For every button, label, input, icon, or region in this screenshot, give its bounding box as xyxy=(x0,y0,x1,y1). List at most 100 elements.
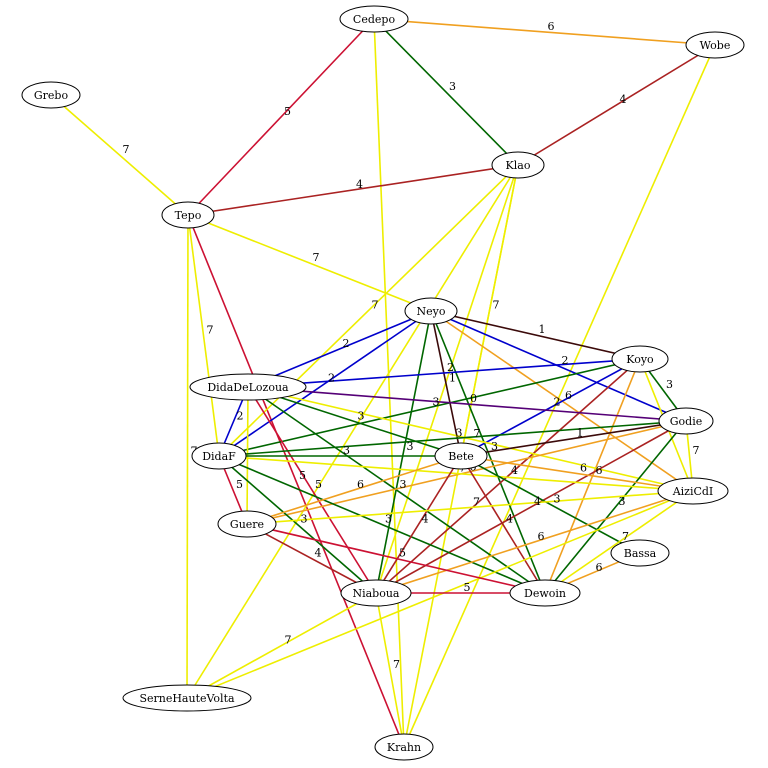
edge-label: 4 xyxy=(422,513,429,526)
node-bete[interactable]: Bete xyxy=(434,442,488,470)
edge-klao-sernehautevolta xyxy=(186,164,519,699)
edge-label: 5 xyxy=(399,547,406,560)
edge-label: 1 xyxy=(449,372,456,385)
edge-tepo-didaf xyxy=(187,214,220,457)
edge-neyo-didadelozoua xyxy=(247,310,432,388)
node-ellipse xyxy=(217,510,277,538)
edge-aizicdi-dewoin xyxy=(544,490,694,594)
edge-label: 6 xyxy=(538,530,545,543)
edge-label: 0 xyxy=(470,392,477,405)
node-label: Dewoin xyxy=(524,587,566,600)
edge-klao-didaf xyxy=(218,164,519,457)
node-ellipse xyxy=(189,373,307,401)
node-label: Guere xyxy=(230,518,264,531)
edge-neyo-godie xyxy=(430,310,687,422)
edge-label: 7 xyxy=(493,299,500,312)
edge-tepo-klao xyxy=(187,164,519,216)
node-ellipse xyxy=(434,442,488,470)
edge-godie-niaboua xyxy=(375,420,687,594)
node-label: Krahn xyxy=(387,741,421,754)
node-ellipse xyxy=(509,579,581,607)
edge-label: 5 xyxy=(299,469,306,482)
edge-label: 1 xyxy=(577,427,584,440)
edge-label: 7 xyxy=(473,496,480,509)
node-ellipse xyxy=(21,81,81,109)
edge-wobe-klao xyxy=(517,44,716,166)
node-niaboua[interactable]: Niaboua xyxy=(340,579,412,607)
edge-label: 4 xyxy=(356,178,363,191)
edge-bete-guere xyxy=(246,455,462,525)
edge-label: 6 xyxy=(580,462,587,475)
node-label: Koyo xyxy=(626,353,654,366)
edge-label: 1 xyxy=(539,323,546,336)
edge-niaboua-sernehautevolta xyxy=(186,592,377,699)
node-label: Grebo xyxy=(34,89,69,102)
node-bassa[interactable]: Bassa xyxy=(610,539,670,567)
node-label: Bassa xyxy=(624,547,657,560)
edge-neyo-niaboua xyxy=(375,310,432,594)
node-label: Godie xyxy=(670,415,702,428)
edge-label: 7 xyxy=(207,324,214,337)
edge-guere-niaboua xyxy=(246,523,377,594)
edge-grebo-tepo xyxy=(50,94,189,216)
edge-didaf-dewoin xyxy=(218,455,546,594)
node-ellipse xyxy=(161,201,215,229)
edge-label: 7 xyxy=(313,251,320,264)
node-didaf[interactable]: DidaF xyxy=(191,442,247,470)
edge-label: 2 xyxy=(343,337,350,350)
edge-godie-didaf xyxy=(218,420,687,457)
node-label: Niaboua xyxy=(352,587,399,600)
node-label: AiziCdI xyxy=(672,485,714,498)
edge-neyo-bete xyxy=(430,310,462,457)
edge-label: 7 xyxy=(393,658,400,671)
node-ellipse xyxy=(658,407,714,435)
edge-label: 5 xyxy=(236,478,243,491)
edge-label: 3 xyxy=(400,478,407,491)
node-sernehautevolta[interactable]: SerneHauteVolta xyxy=(122,684,252,712)
edge-didadelozoua-aizicdi xyxy=(247,386,694,492)
node-didadelozoua[interactable]: DidaDeLozoua xyxy=(189,373,307,401)
node-label: Tepo xyxy=(175,209,202,222)
edge-koyo-niaboua xyxy=(375,358,641,594)
edge-label: 3 xyxy=(385,513,392,526)
edge-label: 3 xyxy=(343,444,350,457)
edge-koyo-bete xyxy=(460,358,641,457)
edge-didadelozoua-niaboua xyxy=(247,386,377,594)
edge-label: 6 xyxy=(596,561,603,574)
edge-guere-dewoin xyxy=(246,523,546,594)
node-label: Cedepo xyxy=(353,13,396,26)
edge-label: 3 xyxy=(554,493,561,506)
node-neyo[interactable]: Neyo xyxy=(404,297,458,325)
edge-bete-niaboua xyxy=(375,455,462,594)
edge-tepo-neyo xyxy=(187,214,432,312)
edge-bete-bassa xyxy=(460,455,641,554)
edge-label: 4 xyxy=(511,464,518,477)
node-ellipse xyxy=(339,5,409,33)
node-klao[interactable]: Klao xyxy=(491,151,545,179)
node-krahn[interactable]: Krahn xyxy=(374,733,434,761)
edge-cedepo-klao xyxy=(373,18,519,166)
node-dewoin[interactable]: Dewoin xyxy=(509,579,581,607)
edge-cedepo-krahn xyxy=(373,18,405,748)
node-ellipse xyxy=(657,477,729,505)
node-aizicdi[interactable]: AiziCdI xyxy=(657,477,729,505)
edge-godie-bete xyxy=(460,420,687,457)
edge-niaboua-krahn xyxy=(375,592,405,748)
edge-label: 5 xyxy=(464,581,471,594)
edge-label: 3 xyxy=(358,410,365,423)
edge-klao-niaboua xyxy=(375,164,519,594)
edge-neyo-koyo xyxy=(430,310,641,360)
node-guere[interactable]: Guere xyxy=(217,510,277,538)
node-godie[interactable]: Godie xyxy=(658,407,714,435)
node-cedepo[interactable]: Cedepo xyxy=(339,5,409,33)
node-wobe[interactable]: Wobe xyxy=(685,31,745,59)
edge-label: 3 xyxy=(619,495,626,508)
edge-didaf-aizicdi xyxy=(218,455,694,492)
node-tepo[interactable]: Tepo xyxy=(161,201,215,229)
node-koyo[interactable]: Koyo xyxy=(611,345,669,373)
edge-koyo-didaf xyxy=(218,358,641,457)
edge-label: 7 xyxy=(622,530,629,543)
edge-label: 6 xyxy=(357,478,364,491)
node-grebo[interactable]: Grebo xyxy=(21,81,81,109)
